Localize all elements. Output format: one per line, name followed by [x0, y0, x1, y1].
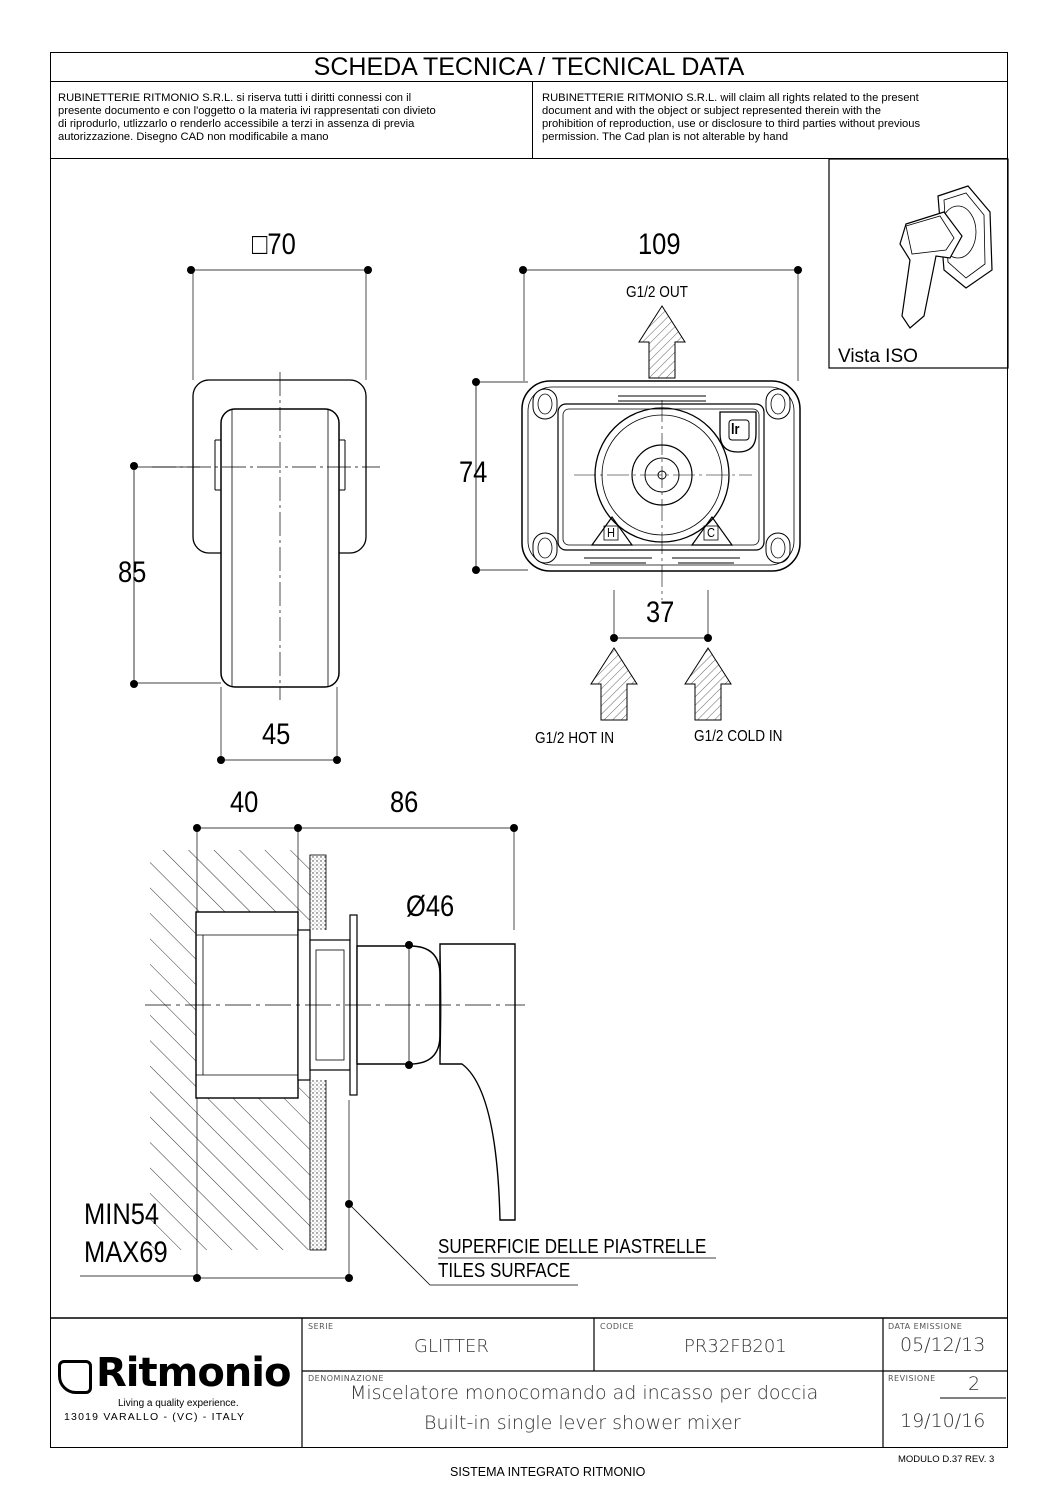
title-block-grid: [50, 1317, 1008, 1448]
dimension-dots-box: [472, 266, 802, 642]
label-tiles-italian: SUPERFICIE DELLE PIASTRELLE: [438, 1236, 707, 1258]
dim-85: 85: [118, 556, 147, 589]
denominazione-italian: Miscelatore monocomando ad incasso per d…: [350, 1382, 819, 1404]
dim-max-69: MAX69: [84, 1236, 168, 1269]
label-hot-in: G1/2 HOT IN: [535, 730, 615, 747]
box-view: [475, 269, 801, 721]
serie-label: SERIE: [308, 1322, 334, 1331]
dimension-dots-section: [193, 824, 518, 1282]
legal-note-english: RUBINETTERIE RITMONIO S.R.L. will claim …: [542, 92, 921, 143]
sheet-title: SCHEDA TECNICA / TECNICAL DATA: [313, 53, 745, 81]
brand-address: 13019 VARALLO - (VC) - ITALY: [64, 1411, 246, 1423]
sistema-footer: SISTEMA INTEGRATO RITMONIO: [450, 1465, 646, 1479]
box-brand-mark: lr: [731, 421, 740, 438]
cold-mark: C: [707, 525, 715, 540]
dim-square-70: □70: [252, 228, 296, 261]
label-out: G1/2 OUT: [626, 284, 688, 301]
serie-value: GLITTER: [414, 1336, 489, 1357]
label-tiles-english: TILES SURFACE: [438, 1260, 571, 1282]
side-view-handle: [132, 269, 380, 762]
header-bottom-line: [50, 158, 1008, 160]
drawing-sheet: [50, 52, 1008, 1448]
logo-mark-icon: [58, 1360, 92, 1394]
data-emissione-value: 05/12/13: [900, 1334, 986, 1356]
dim-min-54: MIN54: [84, 1198, 160, 1231]
denominazione-english: Built-in single lever shower mixer: [424, 1412, 741, 1434]
denominazione-label: DENOMINAZIONE: [308, 1374, 384, 1383]
dim-40: 40: [230, 786, 259, 819]
brand-tagline: Living a quality experience.: [118, 1398, 239, 1409]
header-divider: [50, 81, 1008, 82]
data-emissione-label: DATA EMISSIONE: [888, 1322, 963, 1331]
iso-view: [828, 158, 1009, 369]
dim-109: 109: [638, 228, 681, 261]
revisione-date: 19/10/16: [900, 1410, 986, 1432]
brand-logo: Ritmonio: [58, 1350, 298, 1402]
dim-74: 74: [459, 456, 488, 489]
brand-name: Ritmonio: [96, 1350, 291, 1396]
codice-label: CODICE: [600, 1322, 635, 1331]
revisione-value: 2: [968, 1373, 981, 1395]
label-cold-in: G1/2 COLD IN: [694, 728, 783, 745]
legal-note-italian: RUBINETTERIE RITMONIO S.R.L. si riserva …: [58, 92, 436, 143]
section-view: [80, 827, 716, 1286]
dim-86: 86: [390, 786, 419, 819]
dim-diameter-46: Ø46: [406, 890, 455, 923]
header-column-divider: [532, 81, 533, 158]
codice-value: PR32FB201: [684, 1336, 787, 1357]
hot-mark: H: [607, 525, 615, 540]
dim-37: 37: [646, 596, 675, 629]
dimension-dots-front: [130, 266, 372, 764]
iso-view-label: Vista ISO: [838, 346, 918, 367]
modulo-code: MODULO D.37 REV. 3: [898, 1454, 995, 1465]
dim-45: 45: [262, 718, 291, 751]
revisione-label: REVISIONE: [888, 1374, 936, 1383]
